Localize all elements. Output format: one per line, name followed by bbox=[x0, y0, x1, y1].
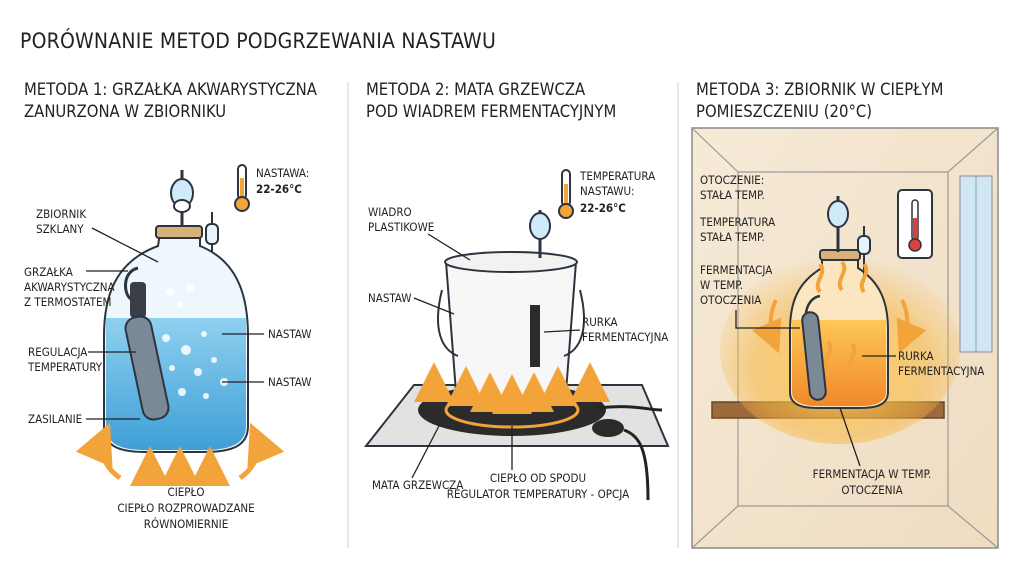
method-2-heading-line1: METODA 2: MATA GRZEWCZA bbox=[366, 80, 586, 99]
m2-thermo-label-3: 22-26°C bbox=[580, 201, 626, 215]
m2-label-bottom-1: CIEPŁO OD SPODU bbox=[490, 471, 586, 485]
glass-vessel bbox=[789, 249, 889, 409]
m3-leader-bottom bbox=[839, 407, 861, 467]
m1-label-power: ZASILANIE bbox=[28, 412, 82, 426]
m3-label-env-2: STAŁA TEMP. bbox=[700, 188, 765, 202]
method-1-heading-line2: ZANURZONA W ZBIORNIKU bbox=[24, 102, 226, 121]
m3-label-ferm-2: W TEMP. bbox=[700, 278, 743, 292]
m1-label-vessel-2: SZKLANY bbox=[36, 222, 84, 236]
airlock-icon bbox=[529, 210, 551, 258]
m1-thermo-label-1: NASTAWA: bbox=[256, 166, 309, 180]
m3-leader-ferm bbox=[735, 310, 800, 329]
heat-arrows bbox=[414, 362, 610, 414]
page-title: PORÓWNANIE METOD PODGRZEWANIA NASTAWU bbox=[20, 28, 496, 53]
m3-label-temp-1: TEMPERATURA bbox=[699, 215, 775, 229]
m2-label-airlock-2: FERMENTACYJNA bbox=[582, 330, 668, 344]
m3-label-env-1: OTOCZENIE: bbox=[700, 173, 764, 187]
heat-arrows bbox=[751, 299, 927, 354]
m2-thermo-label-1: TEMPERATURA bbox=[579, 169, 655, 183]
m2-leader-wort bbox=[413, 297, 455, 315]
heat-waves bbox=[815, 260, 869, 374]
method-2-heading-line2: POD WIADREM FERMENTACYJNYM bbox=[366, 102, 616, 121]
m1-thermo-label-2: 22-26°C bbox=[256, 182, 302, 196]
m1-caption-1: CIEPŁO bbox=[167, 485, 204, 499]
m1-label-reg-2: TEMPERATURY bbox=[27, 360, 103, 374]
m2-leader-bucket bbox=[427, 233, 471, 261]
m3-label-airlock-2: FERMENTACYJNA bbox=[898, 364, 984, 378]
m2-leader-mat bbox=[411, 423, 441, 479]
m3-label-ferm-3: OTOCZENIA bbox=[700, 293, 761, 307]
glass-vessel bbox=[103, 225, 249, 453]
method-1-panel: METODA 1: GRZAŁKA AKWARYSTYCZNA ZANURZON… bbox=[24, 80, 318, 531]
method-2-panel: METODA 2: MATA GRZEWCZA POD WIADREM FERM… bbox=[363, 80, 670, 501]
temperature-regulator bbox=[592, 419, 624, 437]
m3-label-bottom-1: FERMENTACJA W TEMP. bbox=[813, 467, 932, 481]
m1-label-heater-3: Z TERMOSTATEM bbox=[24, 295, 111, 309]
m2-label-mat: MATA GRZEWCZA bbox=[372, 478, 463, 492]
method-3-heading-line1: METODA 3: ZBIORNIK W CIEPŁYM bbox=[696, 80, 943, 99]
m2-leader-airlock bbox=[543, 329, 581, 333]
aquarium-heater bbox=[124, 266, 170, 421]
m2-label-airlock-1: RURKA bbox=[582, 315, 618, 329]
thermometer-icon bbox=[234, 164, 250, 212]
wall-thermometer-icon bbox=[897, 189, 933, 259]
m1-caption-3: RÓWNOMIERNIE bbox=[144, 516, 228, 531]
m1-label-heater-2: AKWARYSTYCZNA bbox=[24, 280, 115, 294]
m2-label-wort: NASTAW bbox=[368, 291, 411, 305]
m1-label-wort-a: NASTAW bbox=[268, 327, 311, 341]
m1-caption-2: CIEPŁO ROZPROWADZANE bbox=[117, 501, 254, 515]
m1-leader-vessel bbox=[91, 227, 159, 263]
mat-cable bbox=[597, 405, 663, 412]
m2-label-bucket-2: PLASTIKOWE bbox=[368, 220, 434, 234]
m3-label-airlock-1: RURKA bbox=[898, 349, 934, 363]
method-3-panel: METODA 3: ZBIORNIK W CIEPŁYM POMIESZCZEN… bbox=[691, 80, 999, 549]
m2-label-bucket-1: WIADRO bbox=[368, 205, 412, 219]
thermometer-icon bbox=[558, 169, 574, 219]
method-3-heading-line2: POMIESZCZENIU (20°C) bbox=[696, 102, 872, 121]
m2-label-bottom-2: REGULATOR TEMPERATURY - OPCJA bbox=[447, 487, 629, 501]
m1-label-reg-1: REGULACJA bbox=[28, 345, 87, 359]
m3-label-bottom-2: OTOCZENIA bbox=[841, 483, 902, 497]
m3-label-temp-2: STAŁA TEMP. bbox=[700, 230, 765, 244]
regulator-cable bbox=[623, 428, 650, 501]
m2-thermo-label-2: NASTAWU: bbox=[580, 184, 635, 198]
method-1-heading-line1: METODA 1: GRZAŁKA AKWARYSTYCZNA bbox=[24, 80, 318, 99]
heat-arrows bbox=[75, 422, 285, 486]
bubbles bbox=[162, 284, 228, 399]
m1-label-wort-b: NASTAW bbox=[268, 375, 311, 389]
m1-label-heater-1: GRZAŁKA bbox=[24, 265, 73, 279]
m3-label-ferm-1: FERMENTACJA bbox=[700, 263, 772, 277]
plastic-bucket bbox=[437, 251, 585, 399]
m1-label-vessel-1: ZBIORNIK bbox=[36, 207, 86, 221]
